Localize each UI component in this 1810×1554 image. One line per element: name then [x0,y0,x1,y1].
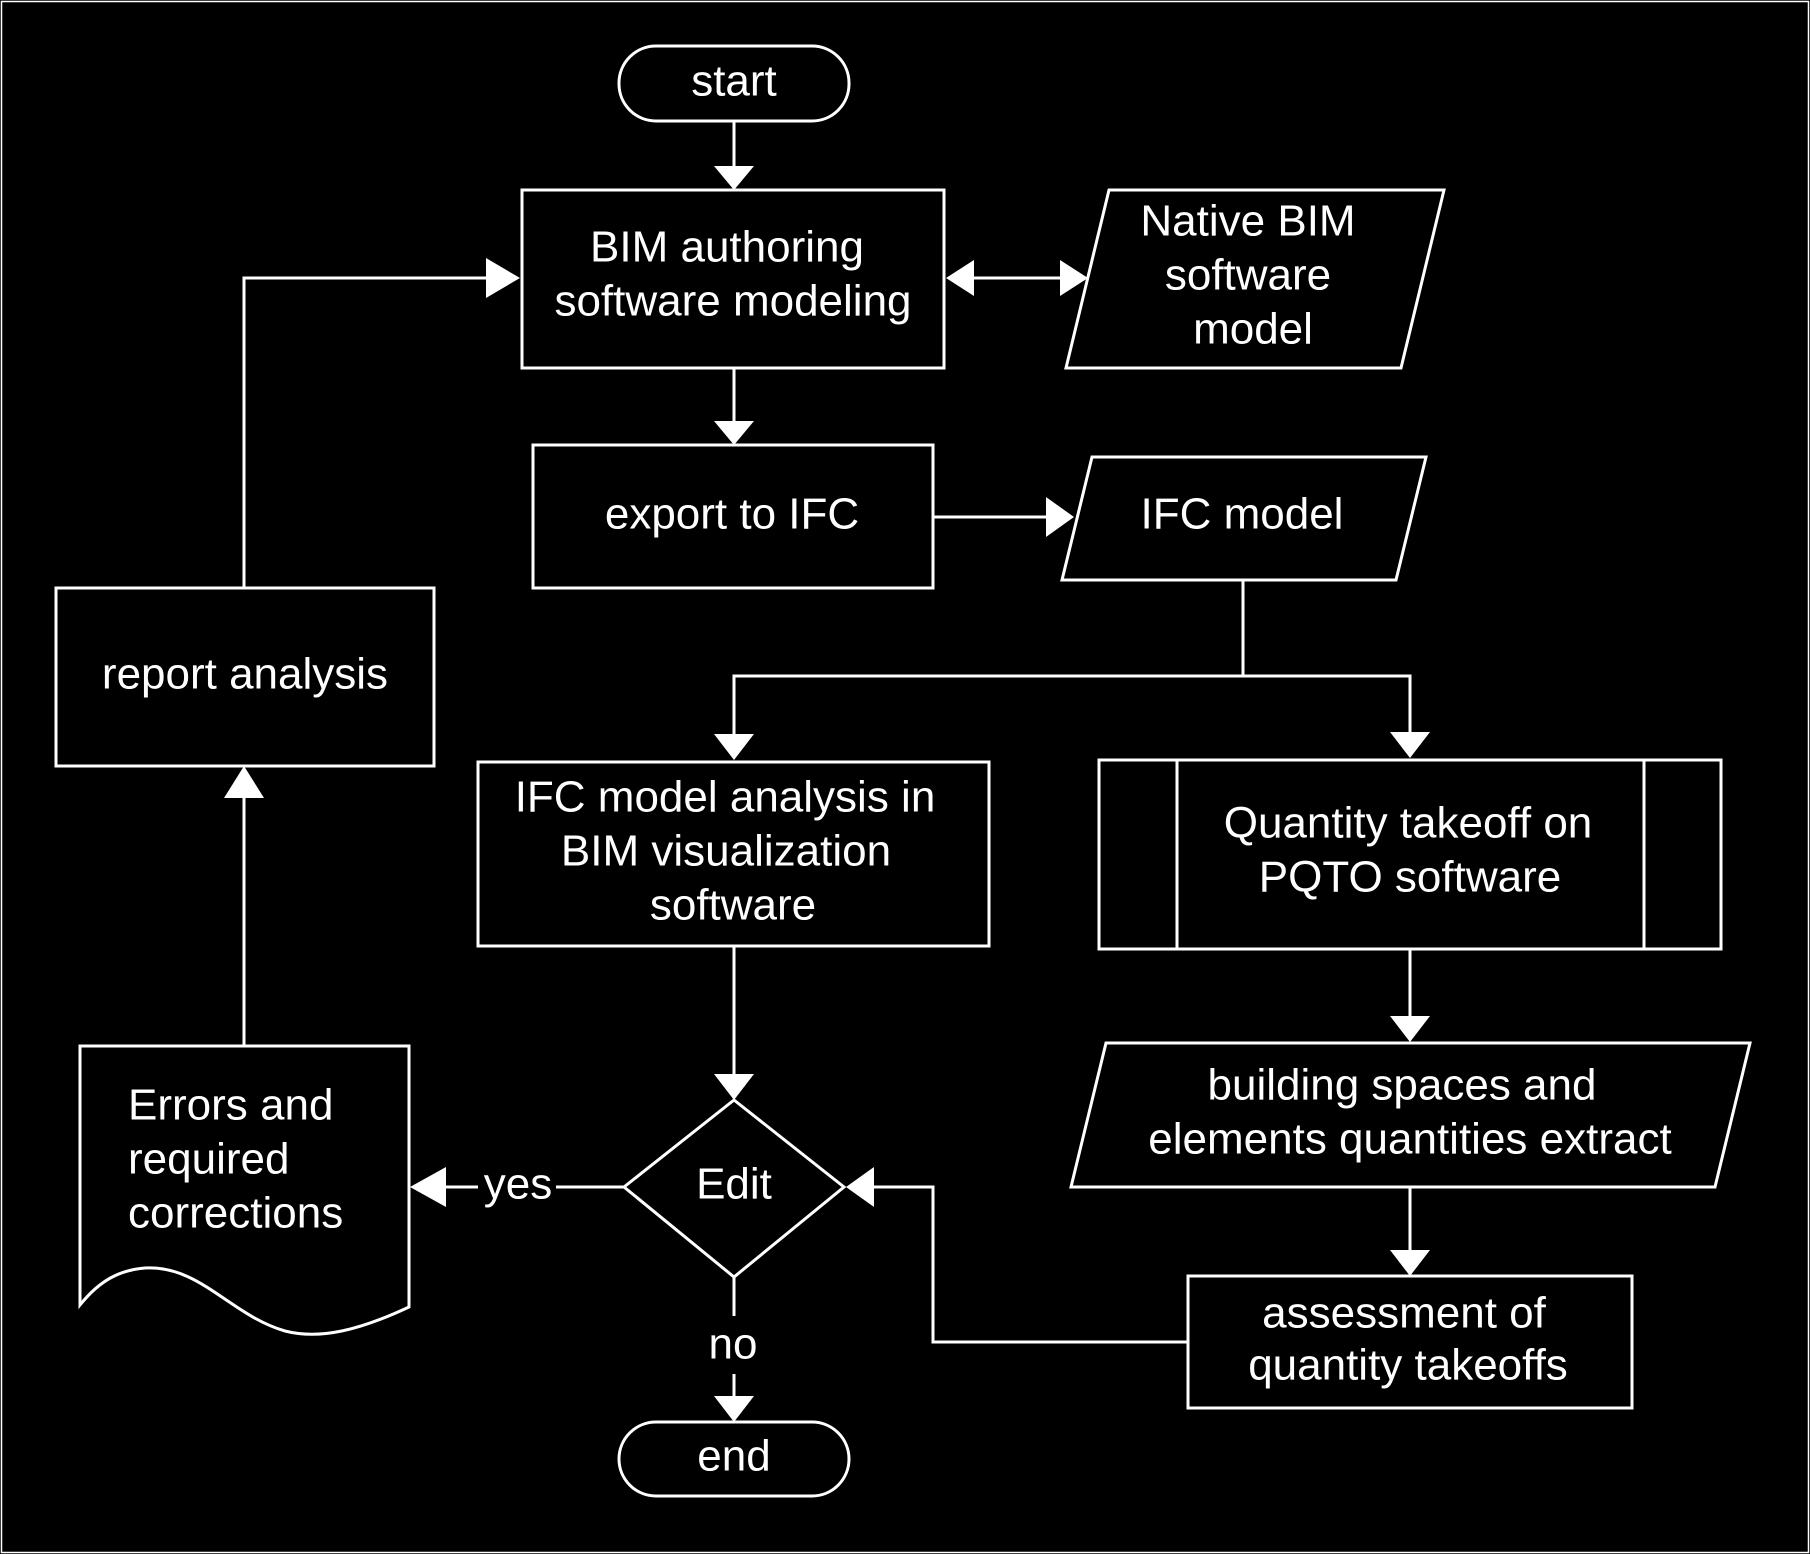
errors-line-3: corrections [128,1189,343,1238]
export-to-ifc-label: export to IFC [605,490,859,539]
node-bim-authoring: BIM authoring software modeling [520,188,946,370]
node-edit-decision: Edit [621,1098,847,1279]
arrowhead [714,166,754,190]
connector-to-quantity-takeoff [1243,674,1412,736]
node-start: start [617,44,851,123]
node-errors-document: Errors and required corrections [78,1044,411,1336]
end-label: end [697,1432,770,1481]
arrowhead [714,421,754,445]
assessment-line-2: quantity takeoffs [1248,1341,1568,1390]
arrowhead [714,734,754,760]
arrowhead [714,1396,754,1422]
arrowhead [946,260,974,296]
native-bim-line-1: Native BIM [1140,197,1355,246]
node-assessment: assessment of quantity takeoffs [1186,1274,1634,1410]
arrowhead [224,766,264,798]
native-bim-line-3: model [1193,305,1313,354]
ifc-analysis-line-1: IFC model analysis in [515,773,936,822]
yes-label: yes [484,1160,552,1209]
node-quantities-extract: building spaces and elements quantities … [1069,1041,1752,1189]
errors-line-1: Errors and [128,1081,333,1130]
connectors [224,121,1430,1422]
node-ifc-model: IFC model [1060,455,1428,582]
ifc-model-label: IFC model [1141,490,1344,539]
edit-label: Edit [696,1160,772,1209]
ifc-analysis-line-2: BIM visualization [561,827,891,876]
arrowhead [486,258,520,298]
arrowhead [1390,1016,1430,1042]
connector-ifc-model-split [732,580,1245,738]
arrowhead [1046,497,1074,537]
ifc-analysis-line-3: software [650,881,816,930]
errors-line-2: required [128,1135,289,1184]
bim-authoring-line-2: software modeling [554,277,911,326]
bim-authoring-line-1: BIM authoring [590,223,864,272]
extract-line-2: elements quantities extract [1148,1115,1671,1164]
arrowhead [1390,732,1430,758]
arrowhead [1390,1250,1430,1276]
node-end: end [617,1420,851,1498]
node-ifc-model-analysis: IFC model analysis in BIM visualization … [476,760,991,948]
quantity-takeoff-line-2: PQTO software [1259,853,1561,902]
no-label: no [709,1320,758,1369]
node-report-analysis: report analysis [54,586,436,768]
connector-report-to-bim [242,276,490,588]
report-analysis-label: report analysis [102,650,388,699]
node-quantity-takeoff: Quantity takeoff on PQTO software [1097,758,1723,951]
node-native-bim-model: Native BIM software model [1064,188,1446,370]
arrowhead [410,1167,446,1207]
extract-line-1: building spaces and [1208,1061,1597,1110]
start-label: start [691,57,777,106]
connector-assessment-to-edit [870,1185,1188,1344]
node-export-to-ifc: export to IFC [531,443,935,590]
arrowhead [846,1167,874,1207]
quantity-takeoff-line-1: Quantity takeoff on [1224,799,1593,848]
native-bim-line-2: software [1165,251,1331,300]
arrowhead [714,1074,754,1100]
assessment-line-1: assessment of [1262,1289,1546,1338]
arrowhead [1060,260,1088,296]
